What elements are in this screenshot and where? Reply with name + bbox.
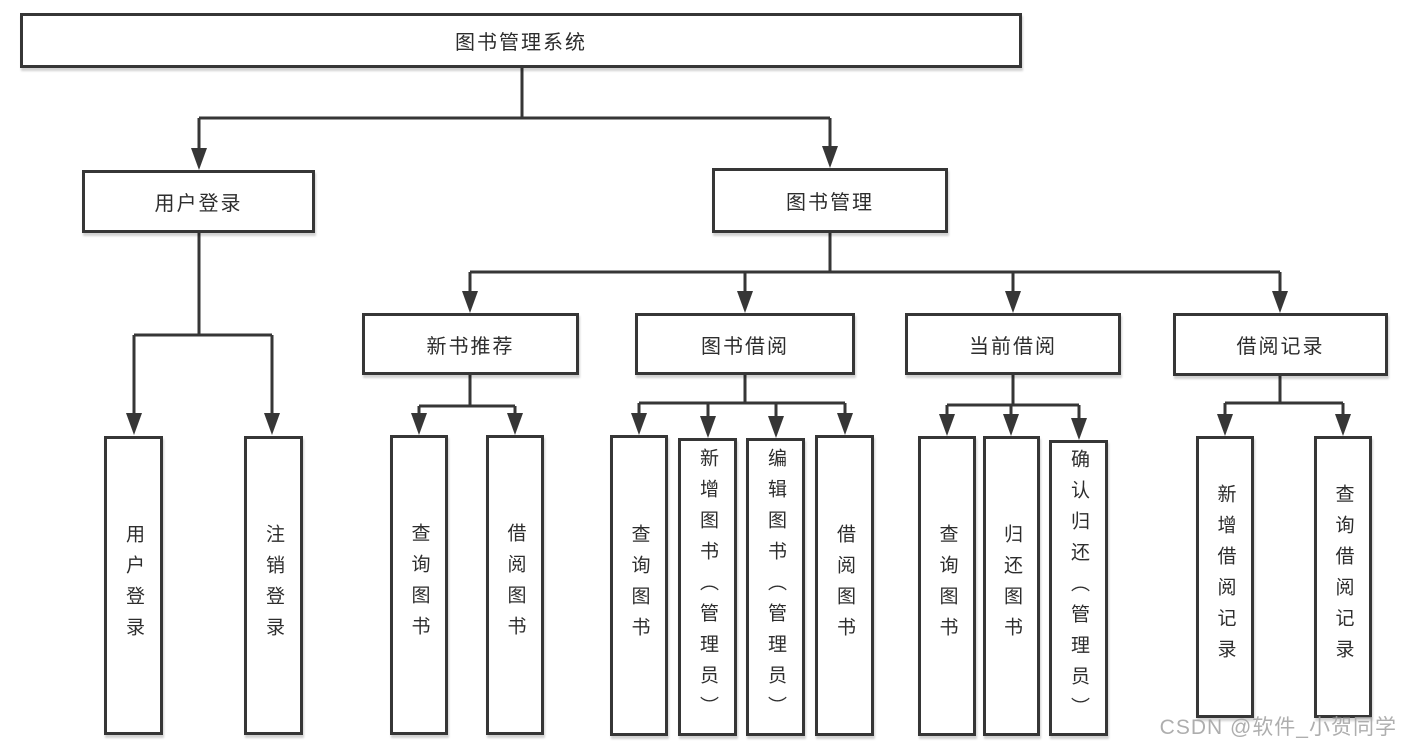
leaf-query-books-recommend: 查询图书 [390,435,448,735]
node-label: 图书管理 [786,192,874,214]
leaf-user-login: 用户登录 [104,436,163,735]
leaf-query-books-current: 查询图书 [918,436,976,736]
node-label: 图书管理系统 [455,32,587,54]
node-borrowing-records: 借阅记录 [1173,313,1388,376]
node-label: 借阅记录 [1236,336,1325,358]
node-label: 查询图书 [408,523,430,647]
node-new-book-recommend: 新书推荐 [362,313,579,375]
leaf-query-borrow-record: 查询借阅记录 [1314,436,1372,718]
leaf-add-books-admin: 新增图书（管理员） [678,438,737,736]
node-label: 新书推荐 [426,335,515,358]
node-label: 用户登录 [123,523,144,648]
leaf-borrow-books-recommend: 借阅图书 [486,435,544,735]
node-book-borrowing: 图书借阅 [635,313,855,375]
node-label: 借阅图书 [834,523,855,648]
node-label: 注销登录 [263,523,284,648]
node-label: 当前借阅 [969,335,1057,358]
leaf-logout: 注销登录 [244,436,303,735]
node-label: 确认归还（管理员） [1068,448,1089,728]
watermark: CSDN @软件_小贺同学 [1159,716,1397,739]
node-label: 编辑图书（管理员） [765,447,786,727]
node-label: 查询借阅记录 [1332,484,1354,670]
node-label: 新增图书（管理员） [697,447,718,727]
node-label: 查询图书 [628,523,650,648]
node-current-borrowing: 当前借阅 [905,313,1121,375]
leaf-return-books: 归还图书 [983,436,1040,736]
node-label: 用户登录 [154,193,243,215]
node-label: 图书借阅 [701,335,789,358]
node-label: 查询图书 [936,524,958,648]
node-label: 归还图书 [1001,524,1022,648]
node-user-login: 用户登录 [82,170,315,233]
node-label: 新增借阅记录 [1214,484,1236,670]
leaf-borrow-books: 借阅图书 [815,435,874,736]
leaf-query-books-borrowing: 查询图书 [610,435,668,736]
node-library-management-system: 图书管理系统 [20,13,1022,68]
leaf-confirm-return-admin: 确认归还（管理员） [1049,440,1108,736]
node-book-management: 图书管理 [712,168,948,233]
leaf-edit-books-admin: 编辑图书（管理员） [746,438,805,736]
node-label: 借阅图书 [504,523,526,647]
leaf-add-borrow-record: 新增借阅记录 [1196,436,1254,718]
